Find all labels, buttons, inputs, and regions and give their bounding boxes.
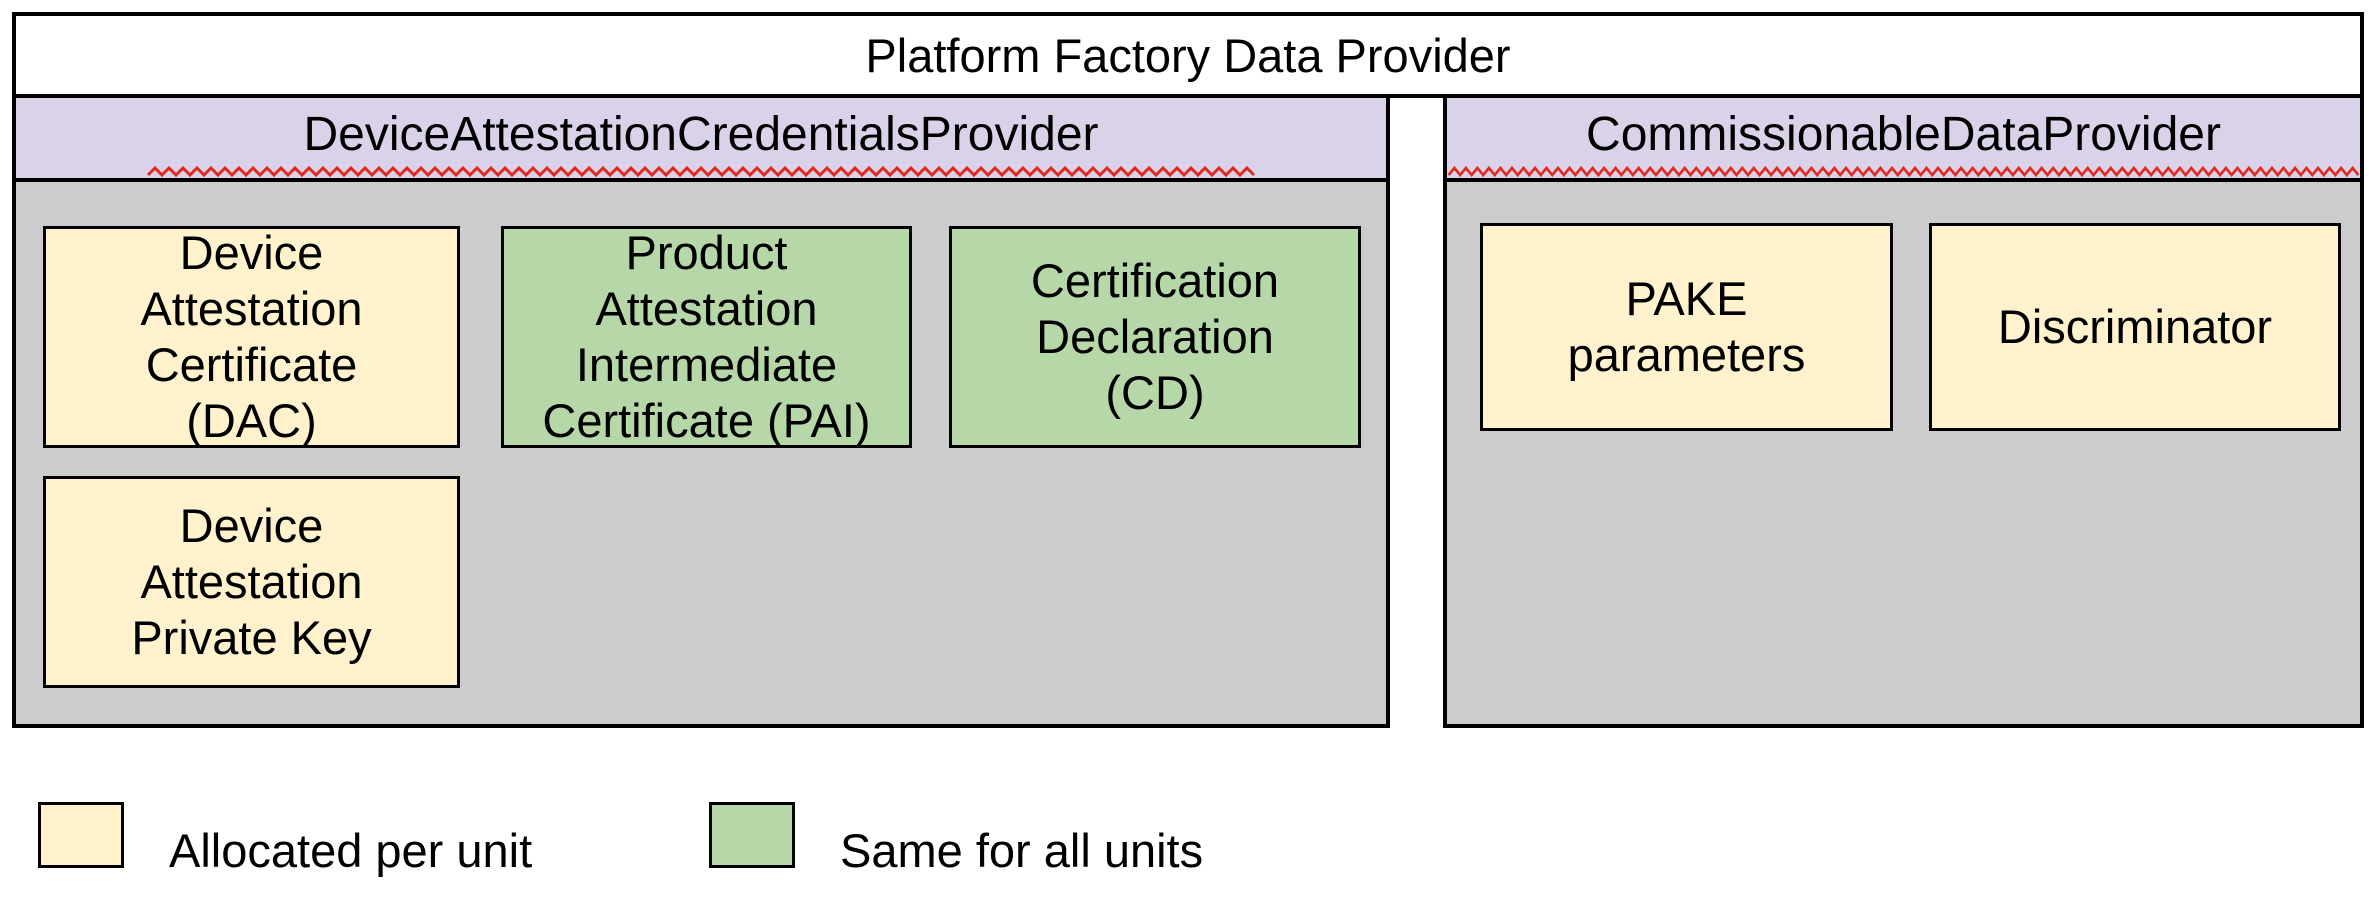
section-body-device-attestation-credentials-provider: Device Attestation Certificate (DAC) Pro… bbox=[12, 178, 1390, 728]
section-body-commissionable-data-provider: PAKE parameters Discriminator bbox=[1443, 178, 2364, 728]
box-discriminator: Discriminator bbox=[1929, 223, 2341, 431]
box-label: Device Attestation Certificate (DAC) bbox=[140, 226, 363, 447]
section-name: CommissionableDataProvider bbox=[1586, 108, 2221, 161]
box-label: Product Attestation Intermediate Certifi… bbox=[542, 226, 871, 447]
section-header-text-wrap: DeviceAttestationCredentialsProvider bbox=[146, 108, 1256, 178]
box-label: Certification Declaration (CD) bbox=[1030, 254, 1280, 419]
legend-swatch-per-unit bbox=[38, 802, 124, 868]
box-label: Discriminator bbox=[1997, 300, 2273, 353]
section-name: DeviceAttestationCredentialsProvider bbox=[303, 108, 1099, 161]
legend-item-same-for-all-units: Same for all units bbox=[709, 802, 1203, 876]
legend-swatch-all-units bbox=[709, 802, 795, 868]
diagram-title: Platform Factory Data Provider bbox=[865, 28, 1511, 82]
diagram-title-box: Platform Factory Data Provider bbox=[12, 12, 2364, 98]
section-header-device-attestation-credentials-provider: DeviceAttestationCredentialsProvider bbox=[12, 94, 1390, 182]
section-header-text-wrap: CommissionableDataProvider bbox=[1447, 108, 2360, 178]
section-header-commissionable-data-provider: CommissionableDataProvider bbox=[1443, 94, 2364, 182]
legend-label: Allocated per unit bbox=[169, 824, 533, 877]
box-device-attestation-certificate-dac: Device Attestation Certificate (DAC) bbox=[43, 226, 460, 448]
legend-item-allocated-per-unit: Allocated per unit bbox=[38, 802, 532, 876]
box-label: PAKE parameters bbox=[1567, 272, 1806, 381]
spellcheck-squiggle-underline bbox=[146, 165, 1256, 178]
box-label: Device Attestation Private Key bbox=[131, 499, 372, 664]
box-device-attestation-private-key: Device Attestation Private Key bbox=[43, 476, 460, 688]
box-certification-declaration-cd: Certification Declaration (CD) bbox=[949, 226, 1361, 448]
spellcheck-squiggle-underline bbox=[1447, 165, 2360, 178]
box-pake-parameters: PAKE parameters bbox=[1480, 223, 1893, 431]
box-product-attestation-intermediate-certificate-pai: Product Attestation Intermediate Certifi… bbox=[501, 226, 912, 448]
legend-label: Same for all units bbox=[840, 824, 1204, 877]
